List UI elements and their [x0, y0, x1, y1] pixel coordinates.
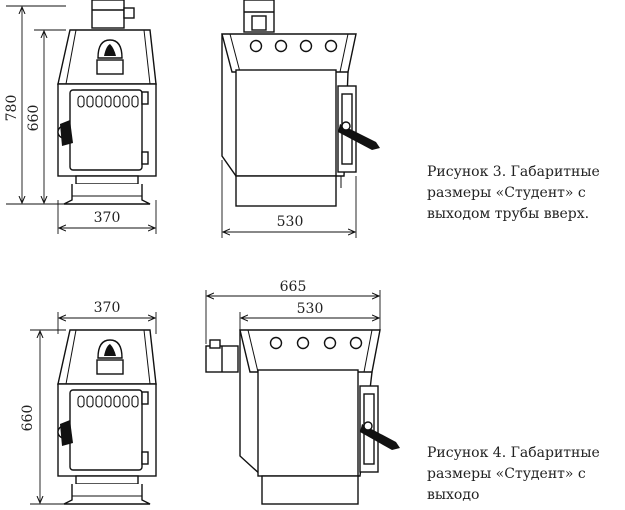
fig3-caption-line: Рисунок 3. Габаритные: [427, 164, 600, 180]
door-handle-icon: [57, 120, 73, 146]
door-handle-icon: [57, 420, 73, 446]
fig3-side-width-label: 530: [277, 214, 304, 230]
fig4-body-height-label: 660: [20, 405, 36, 432]
fig3-caption: Рисунок 3. Габаритные размеры «Студент» …: [427, 162, 600, 225]
fig3-body-height-label: 660: [26, 105, 42, 132]
side-handle-icon: [360, 421, 400, 450]
side-handle-icon: [338, 121, 380, 150]
fig3-front-view: [57, 0, 157, 205]
fig4-side-dimensions: [205, 290, 381, 344]
fire-logo-icon: [96, 339, 124, 375]
fig3-caption-line: выходом трубы вверх.: [427, 206, 590, 222]
fig3-dimensions: [6, 5, 157, 234]
fig4-side-view: [205, 329, 400, 505]
fig4-caption-line: Рисунок 4. Габаритные: [427, 445, 600, 461]
fig4-caption-line: размеры «Студент» с: [427, 466, 586, 482]
fig4-total-width-label: 665: [280, 279, 307, 295]
fig3-total-height-label: 780: [4, 95, 20, 122]
fig4-side-width-label: 530: [297, 301, 324, 317]
fig3-caption-line: размеры «Студент» с: [427, 185, 586, 201]
fig4-front-view: [57, 329, 157, 505]
fig3-side-dimensions: [221, 160, 357, 238]
fig4-caption-line: выходо: [427, 487, 480, 503]
fire-logo-icon: [96, 39, 124, 75]
fig3-front-width-label: 370: [94, 210, 121, 226]
fig4-front-width-label: 370: [94, 300, 121, 316]
fig4-dimensions: [30, 312, 157, 505]
fig4-caption: Рисунок 4. Габаритные размеры «Студент» …: [427, 443, 600, 506]
fig3-side-view: [221, 0, 380, 207]
